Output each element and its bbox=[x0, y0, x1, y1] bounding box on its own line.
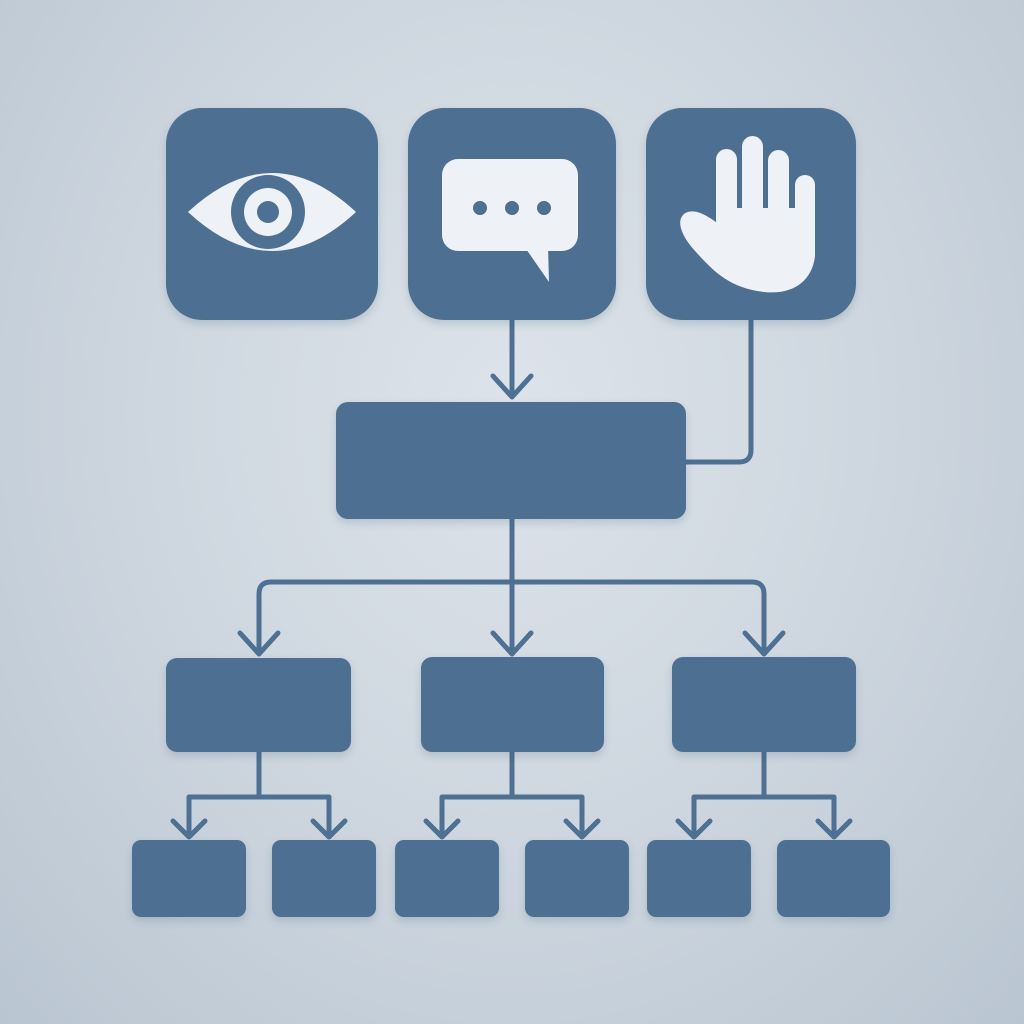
level-2-nodes bbox=[166, 657, 856, 752]
connector-center-branch bbox=[439, 794, 585, 837]
level-3-node-6 bbox=[777, 840, 890, 917]
level-3-node-4 bbox=[525, 840, 629, 917]
connector-hub-branch bbox=[256, 579, 767, 653]
arrowhead-right-to-child-2 bbox=[815, 818, 853, 840]
level-2-node-right bbox=[672, 657, 856, 752]
connector-right-branch bbox=[691, 794, 837, 837]
arrowhead-center-to-child-2 bbox=[563, 818, 601, 840]
level-2-node-left bbox=[166, 658, 351, 752]
hand-icon bbox=[680, 136, 815, 293]
level-3-nodes bbox=[132, 840, 890, 917]
arrowhead-center-to-child-1 bbox=[423, 818, 461, 840]
eye-icon bbox=[188, 173, 356, 251]
arrowhead-hub-to-right bbox=[742, 630, 786, 657]
arrowhead-hub-to-left bbox=[237, 630, 281, 657]
central-node bbox=[336, 402, 686, 519]
level-3-node-1 bbox=[132, 840, 246, 917]
connector-hand-to-hub bbox=[683, 317, 754, 465]
arrowhead-left-to-child-2 bbox=[310, 818, 348, 840]
level-2-node-center bbox=[421, 657, 604, 752]
arrowhead-hub-to-center bbox=[490, 630, 534, 657]
arrowhead-speech-to-hub bbox=[490, 373, 534, 400]
speech-bubble-icon bbox=[442, 159, 578, 282]
level-3-node-3 bbox=[395, 840, 499, 917]
input-tiles bbox=[166, 108, 856, 320]
arrowhead-right-to-child-1 bbox=[675, 818, 713, 840]
connector-left-branch bbox=[186, 794, 332, 837]
level-3-node-5 bbox=[647, 840, 751, 917]
level-3-node-2 bbox=[272, 840, 376, 917]
arrowhead-left-to-child-1 bbox=[170, 818, 208, 840]
connectors bbox=[170, 317, 853, 840]
